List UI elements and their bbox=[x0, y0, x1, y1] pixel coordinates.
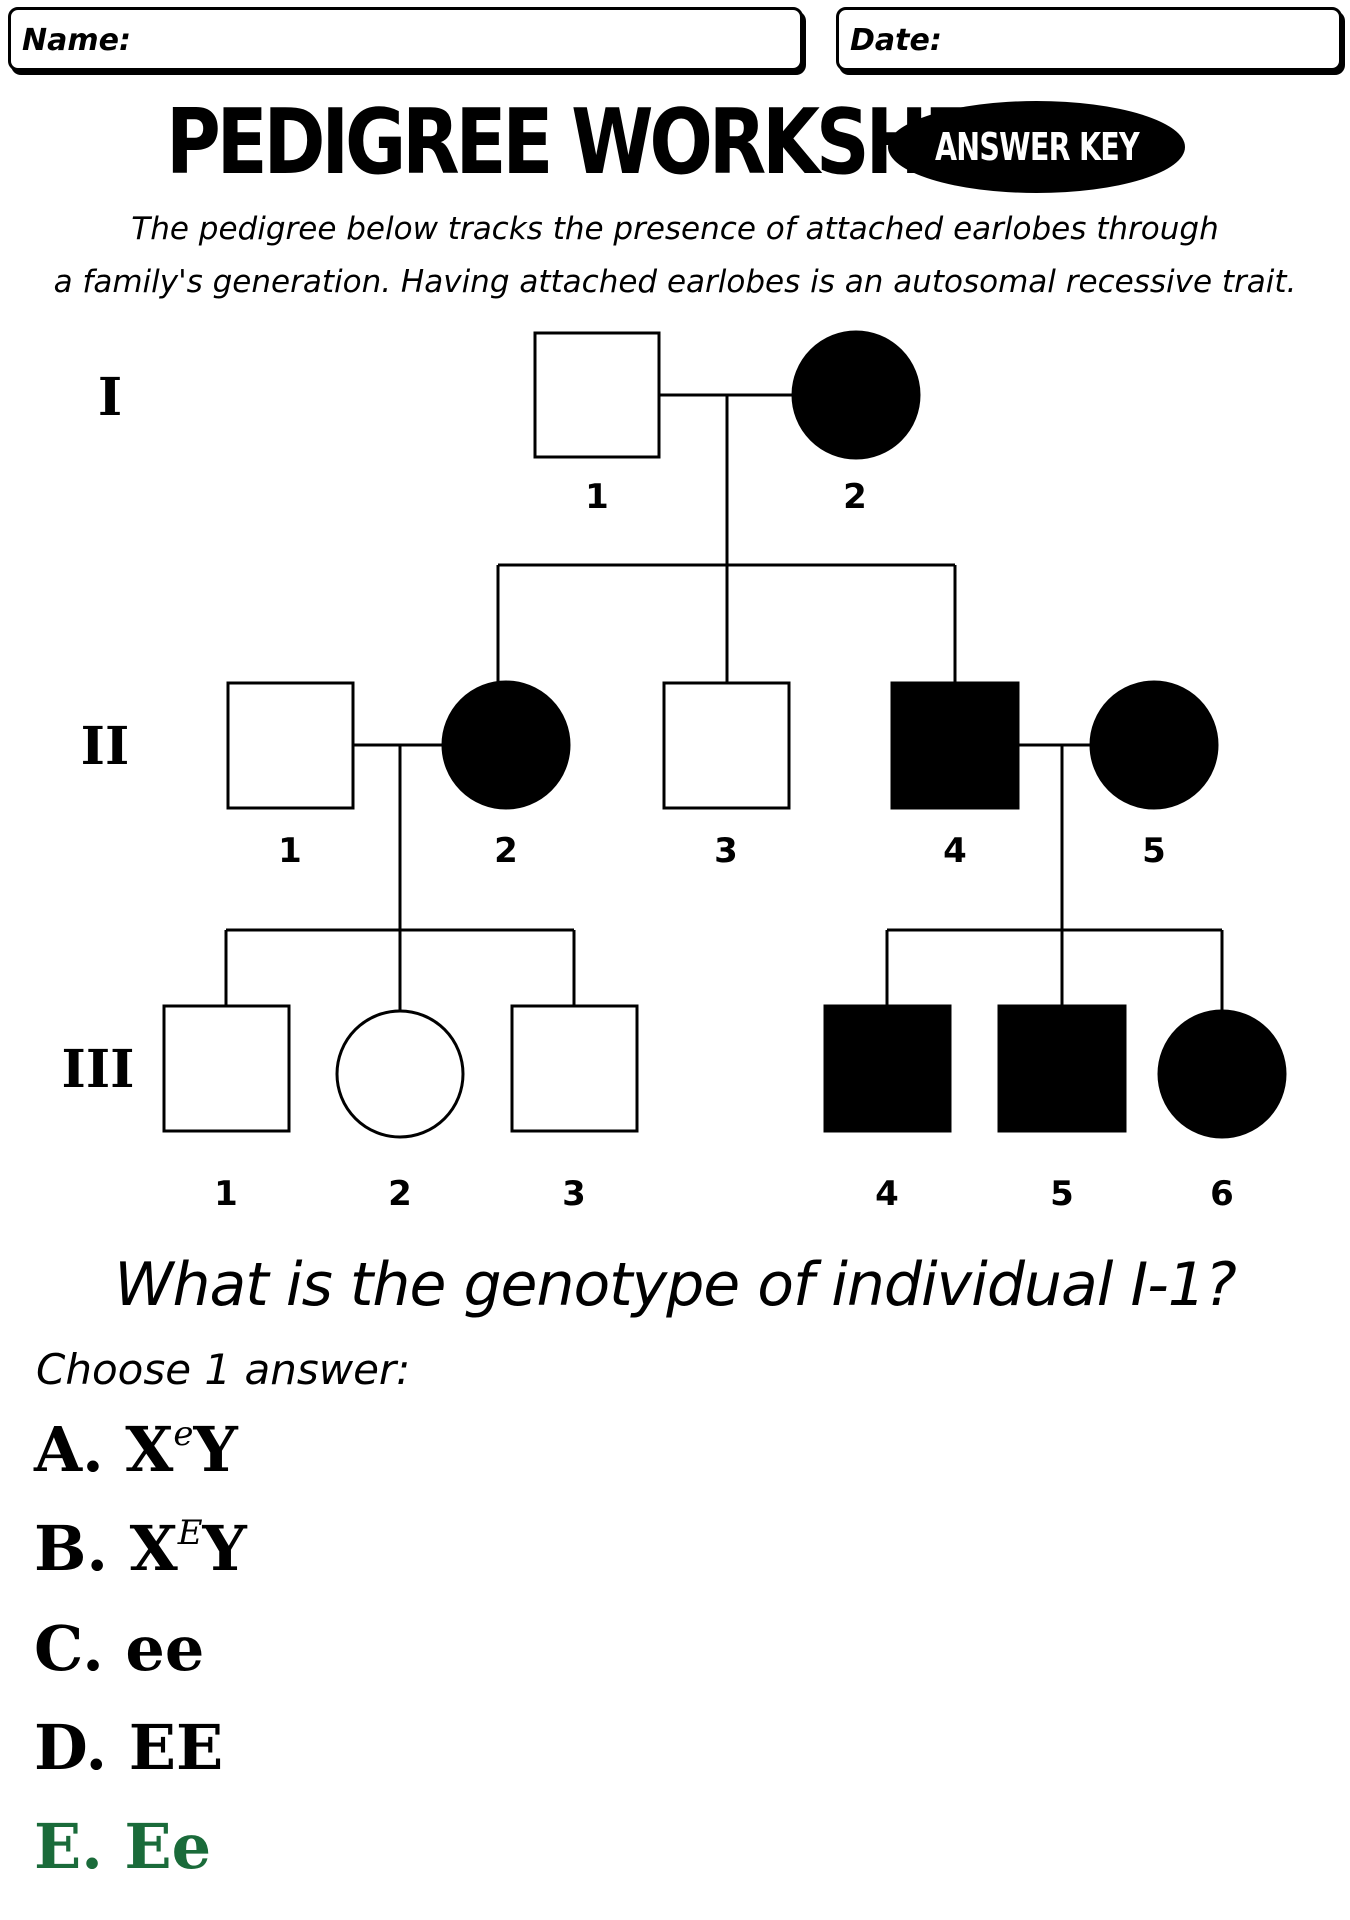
label-I-2: 2 bbox=[843, 477, 867, 517]
pedigree-chart: I II III 1 2 1 2 3 4 5 1 2 3 4 5 6 bbox=[62, 330, 1287, 1214]
individual-II-4 bbox=[890, 681, 1020, 810]
label-II-3: 3 bbox=[714, 831, 738, 871]
intro-line-2: a family's generation. Having attached e… bbox=[53, 264, 1297, 300]
label-III-6: 6 bbox=[1210, 1174, 1234, 1214]
individual-II-3 bbox=[662, 681, 791, 810]
individual-III-4 bbox=[823, 1004, 952, 1133]
name-field[interactable]: Name: bbox=[8, 7, 803, 71]
label-III-2: 2 bbox=[388, 1174, 412, 1214]
label-II-1: 1 bbox=[278, 831, 302, 871]
label-II-4: 4 bbox=[943, 831, 967, 871]
answer-option-e-correct[interactable]: E. Ee bbox=[34, 1810, 211, 1883]
label-II-5: 5 bbox=[1142, 831, 1166, 871]
answer-a-suffix: Y bbox=[193, 1413, 238, 1486]
answer-option-d[interactable]: D. EE bbox=[34, 1711, 223, 1784]
intro-line-1: The pedigree below tracks the presence o… bbox=[131, 211, 1219, 247]
name-label: Name: bbox=[22, 23, 131, 58]
individual-III-2 bbox=[335, 1009, 465, 1139]
individual-III-6 bbox=[1157, 1009, 1287, 1139]
label-I-1: 1 bbox=[585, 477, 609, 517]
answer-key-badge: ANSWER KEY bbox=[888, 101, 1185, 193]
label-III-4: 4 bbox=[875, 1174, 899, 1214]
individual-III-1 bbox=[162, 1004, 291, 1133]
date-label: Date: bbox=[850, 23, 942, 58]
answer-option-b[interactable]: B. XEY bbox=[34, 1512, 247, 1585]
generation-label-III: III bbox=[62, 1039, 135, 1100]
answer-option-c[interactable]: C. ee bbox=[34, 1612, 204, 1685]
answer-option-a[interactable]: A. XeY bbox=[34, 1413, 238, 1486]
answer-a-prefix: A. X bbox=[34, 1413, 174, 1486]
answer-b-suffix: Y bbox=[202, 1512, 247, 1585]
choose-instruction: Choose 1 answer: bbox=[36, 1345, 411, 1394]
label-III-5: 5 bbox=[1050, 1174, 1074, 1214]
worksheet-title: PEDIGREE WORKSHEET bbox=[166, 90, 1069, 195]
answer-d-text: D. EE bbox=[34, 1711, 224, 1784]
answer-key-label: ANSWER KEY bbox=[934, 125, 1140, 169]
individual-II-2 bbox=[441, 680, 571, 810]
pedigree-lines bbox=[224, 393, 1224, 1011]
label-III-1: 1 bbox=[214, 1174, 238, 1214]
answer-b-superscript: E bbox=[177, 1513, 203, 1553]
individual-III-3 bbox=[510, 1004, 639, 1133]
generation-label-II: II bbox=[81, 716, 130, 777]
date-field[interactable]: Date: bbox=[836, 7, 1342, 71]
individual-II-1 bbox=[226, 681, 355, 810]
individual-II-5 bbox=[1089, 680, 1219, 810]
answer-b-prefix: B. X bbox=[34, 1512, 178, 1585]
label-III-3: 3 bbox=[562, 1174, 586, 1214]
answer-a-superscript: e bbox=[173, 1414, 194, 1454]
question-text: What is the genotype of individual I-1? bbox=[114, 1250, 1237, 1320]
answer-e-text: E. Ee bbox=[34, 1810, 212, 1883]
individual-III-5 bbox=[997, 1004, 1127, 1133]
answer-c-text: C. ee bbox=[34, 1612, 205, 1685]
individual-I-1 bbox=[533, 331, 661, 459]
generation-label-I: I bbox=[98, 367, 122, 428]
label-II-2: 2 bbox=[494, 831, 518, 871]
individual-I-2 bbox=[791, 330, 921, 460]
